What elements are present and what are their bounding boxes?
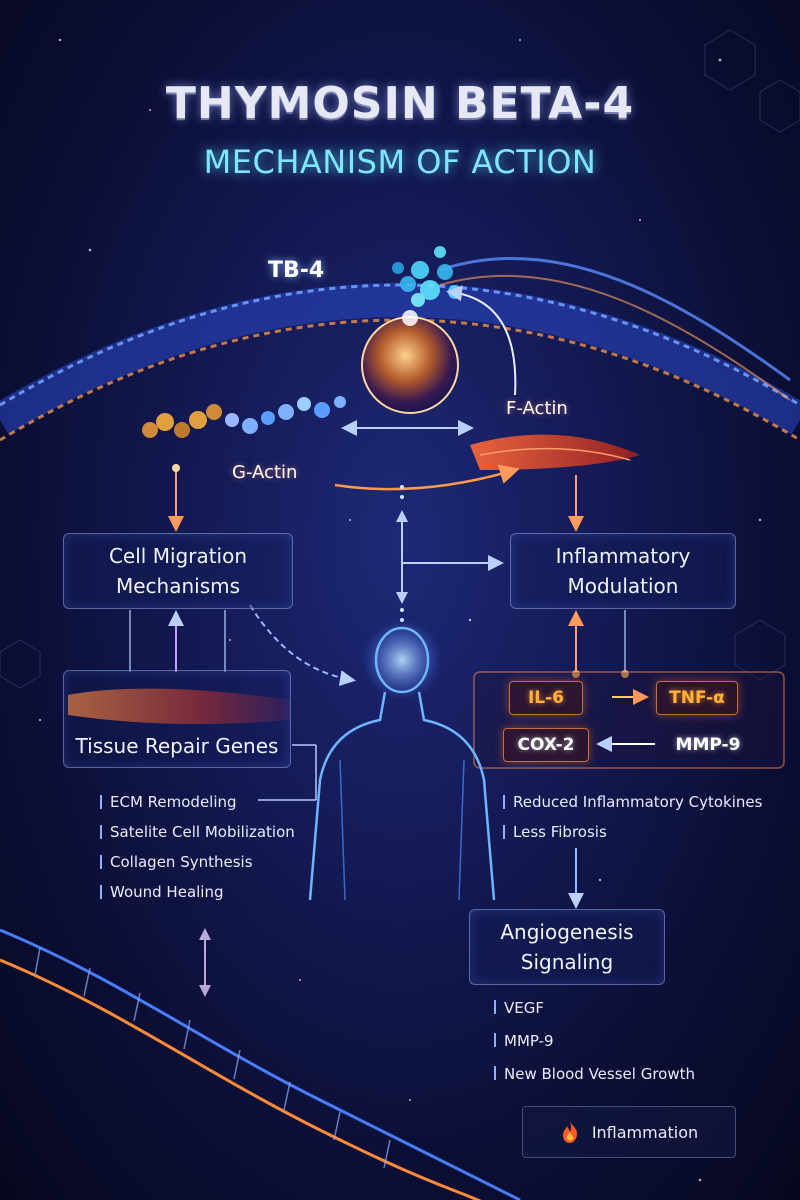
tb4-label: TB-4 [268, 258, 325, 283]
inflammatory-modulation-line-2: Modulation [567, 574, 679, 598]
angiogenesis-line-2: Signaling [520, 950, 614, 974]
list-item: Satelite Cell Mobilization [100, 817, 330, 847]
legend-label: Inflammation [591, 1122, 699, 1142]
page-subtitle: MECHANISM OF ACTION [203, 143, 597, 181]
page-title: THYMOSIN BETA-4 [165, 78, 635, 129]
g-actin-label: G-Actin [232, 462, 298, 483]
angiogenesis-line-1: Angiogenesis [500, 920, 634, 944]
list-item: ECM Remodeling [100, 787, 330, 817]
tissue-repair-title: Tissue Repair Genes [75, 734, 279, 758]
legend-inflammation: Inflammation [522, 1106, 736, 1158]
tissue-repair-list: ECM Remodeling Satelite Cell Mobilizatio… [100, 787, 330, 907]
list-item: New Blood Vessel Growth [494, 1058, 754, 1091]
list-item: Wound Healing [100, 877, 330, 907]
list-item: VEGF [494, 992, 754, 1025]
mmp9-badge: MMP-9 [675, 735, 741, 755]
human-figure [308, 620, 496, 901]
list-item: Collagen Synthesis [100, 847, 330, 877]
angiogenesis-list: VEGF MMP-9 New Blood Vessel Growth [494, 992, 754, 1091]
cell-migration-line-2: Mechanisms [115, 574, 241, 598]
il6-badge: IL-6 [509, 681, 583, 715]
flame-icon [562, 1121, 577, 1143]
f-actin-label: F-Actin [506, 398, 568, 419]
list-item: Reduced Inflammatory Cytokines [503, 787, 793, 817]
cell-migration-box: Cell Migration Mechanisms [63, 533, 293, 609]
list-item: MMP-9 [494, 1025, 754, 1058]
inflammation-effects-list: Reduced Inflammatory Cytokines Less Fibr… [503, 787, 793, 847]
inflammatory-modulation-box: Inflammatory Modulation [510, 533, 736, 609]
tnf-alpha-badge: TNF-α [656, 681, 738, 715]
tissue-repair-box: Tissue Repair Genes [63, 670, 291, 768]
inflammatory-modulation-line-1: Inflammatory [555, 544, 691, 568]
list-item: Less Fibrosis [503, 817, 793, 847]
cox2-badge: COX-2 [503, 728, 589, 762]
cell-migration-line-1: Cell Migration [108, 544, 248, 568]
angiogenesis-box: Angiogenesis Signaling [469, 909, 665, 985]
